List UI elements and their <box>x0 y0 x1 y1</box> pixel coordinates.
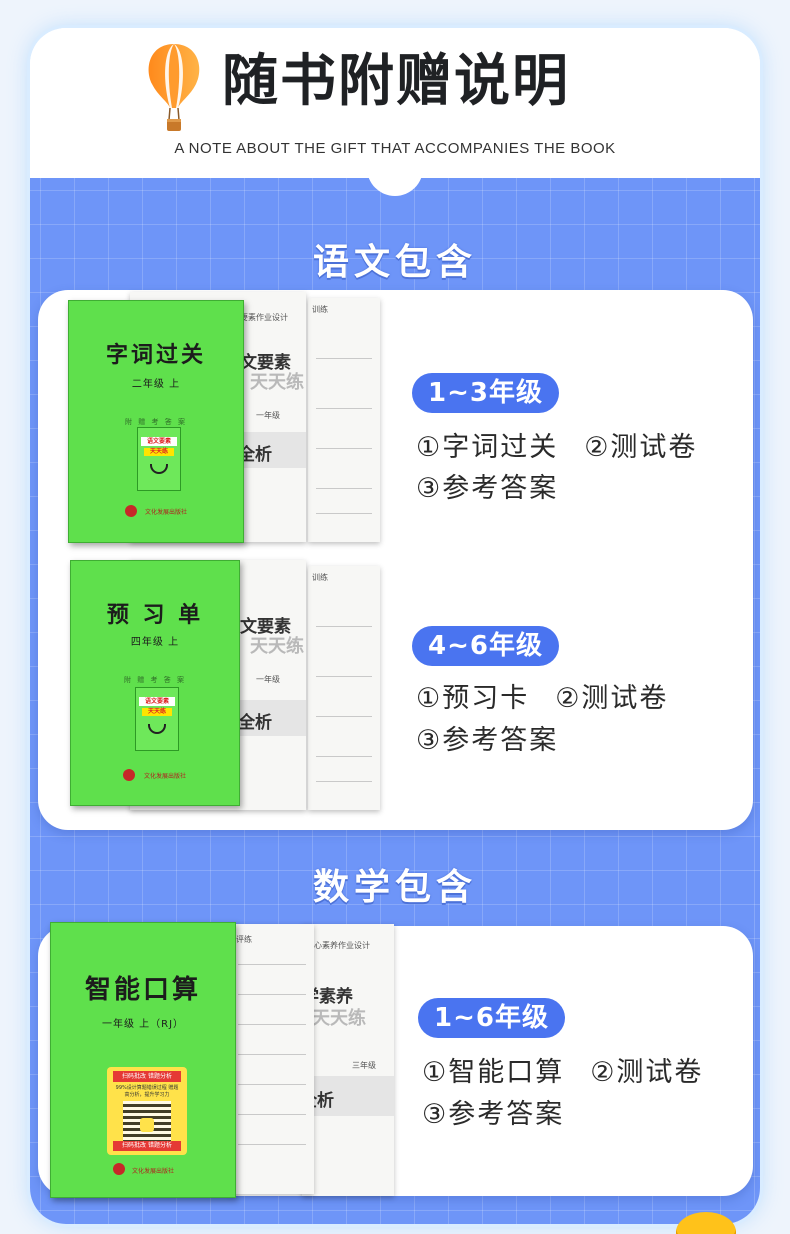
page-subtitle: A NOTE ABOUT THE GIFT THAT ACCOMPANIES T… <box>174 140 616 157</box>
paper-big-text: 学素养 <box>302 987 353 1007</box>
hot-air-balloon-icon <box>148 44 200 131</box>
qr-bottom-label: 扫码批改 错题分析 <box>113 1141 181 1151</box>
publisher-logo-icon <box>125 505 137 517</box>
item-text: ①智能口算 <box>422 1057 565 1088</box>
item-text: ①字词过关 <box>416 432 559 463</box>
paper-line <box>316 408 372 409</box>
grade-badge: 1~3年级 <box>412 373 559 413</box>
item-text: ③参考答案 <box>422 1099 565 1130</box>
cover-title: 智能口算 <box>84 975 201 1005</box>
qr-top-label: 扫码批改 错题分析 <box>113 1071 181 1082</box>
paper-line <box>238 1054 306 1055</box>
paper-line <box>238 994 306 995</box>
paper-back-3: 心素养作业设计 学素养 天天练 三年级 全析 <box>302 924 394 1196</box>
qr-description: 99%设计算题错误过程 赠题高分析，提升学习力 <box>115 1085 179 1098</box>
paper-line <box>316 626 372 627</box>
book-cover-1: 字词过关 二年级 上 附 赠 考 答 案 语文要素 天天练 文化发展出版社 <box>68 300 244 543</box>
paper-grade: 一年级 <box>256 675 280 684</box>
items-line-1: ①预习卡 ②测试卷 <box>416 676 694 715</box>
paper-line <box>238 1144 306 1145</box>
paper-line <box>316 716 372 717</box>
items-line-1: ①智能口算 ②测试卷 <box>422 1050 729 1089</box>
paper-line <box>316 488 372 489</box>
paper-band-text: 全析 <box>238 445 272 465</box>
coin-decoration-icon <box>676 1212 736 1234</box>
paper-grade: 一年级 <box>256 411 280 420</box>
mini-book-label: 语文要素 <box>141 437 177 446</box>
paper-line <box>316 448 372 449</box>
cover-title: 预 习 单 <box>106 603 204 628</box>
page-title: 随书附赠说明 <box>222 49 570 114</box>
paper-watermark: 天天练 <box>312 1008 366 1029</box>
publisher-name: 文化发展出版社 <box>143 773 186 780</box>
paper-header: 评练 <box>236 935 252 944</box>
items-line-2: ③参考答案 <box>416 466 584 505</box>
paper-line <box>316 358 372 359</box>
paper-header: 心素养作业设计 <box>314 941 370 950</box>
paper-header: 训练 <box>312 305 328 314</box>
item-text: ②测试卷 <box>590 1057 704 1088</box>
mini-book-label2: 天天练 <box>144 448 174 456</box>
paper-line <box>238 1084 306 1085</box>
section-heading-chinese: 语文包含 <box>312 242 477 283</box>
item-text: ①预习卡 <box>416 683 530 714</box>
publisher-name: 文化发展出版社 <box>131 1168 174 1175</box>
paper-line <box>316 756 372 757</box>
paper-big-text: 文要素 <box>240 617 291 637</box>
item-text: ③参考答案 <box>416 473 559 504</box>
paper-back-2: 训练 <box>308 566 380 810</box>
paper-line <box>238 964 306 965</box>
smile-icon <box>148 724 166 734</box>
cover-grade: 二年级 上 <box>131 379 181 390</box>
publisher-logo-icon <box>113 1163 125 1175</box>
header: 随书附赠说明 A NOTE ABOUT THE GIFT THAT ACCOMP… <box>30 28 760 178</box>
publisher-name: 文化发展出版社 <box>144 509 187 516</box>
paper-line <box>316 513 372 514</box>
items-line-1: ①字词过关 ②测试卷 <box>416 425 723 464</box>
smile-icon <box>150 464 168 474</box>
cover-tiny-text: 附 赠 考 答 案 <box>124 676 186 684</box>
paper-mid-3: 评练 <box>230 924 314 1194</box>
mini-book-icon: 语文要素 天天练 <box>135 687 179 751</box>
paper-watermark: 天天练 <box>250 372 304 393</box>
qr-card: 扫码批改 错题分析 99%设计算题错误过程 赠题高分析，提升学习力 扫码批改 错… <box>107 1067 187 1155</box>
mini-book-label2: 天天练 <box>142 708 172 716</box>
paper-band <box>302 1076 394 1116</box>
paper-line <box>316 781 372 782</box>
section-heading-math: 数学包含 <box>312 867 477 908</box>
paper-band-text: 全析 <box>238 713 272 733</box>
grade-badge: 4~6年级 <box>412 626 559 666</box>
items-line-2: ③参考答案 <box>422 1092 590 1131</box>
paper-watermark: 天天练 <box>250 636 304 657</box>
item-text: ③参考答案 <box>416 725 559 756</box>
cover-title: 字词过关 <box>105 343 206 368</box>
item-text: ②测试卷 <box>555 683 669 714</box>
publisher-logo-icon <box>123 769 135 781</box>
grade-badge: 1~6年级 <box>418 998 565 1038</box>
main-panel: 随书附赠说明 A NOTE ABOUT THE GIFT THAT ACCOMP… <box>30 28 760 1224</box>
paper-header: 要素作业设计 <box>240 313 288 322</box>
paper-header: 训练 <box>312 573 328 582</box>
paper-grade: 三年级 <box>352 1061 376 1070</box>
cover-grade: 一年级 上（RJ） <box>101 1019 185 1030</box>
mini-book-label: 语文要素 <box>139 697 175 706</box>
item-text: ②测试卷 <box>584 432 698 463</box>
paper-line <box>316 676 372 677</box>
mini-book-icon: 语文要素 天天练 <box>137 427 181 491</box>
paper-line <box>238 1114 306 1115</box>
paper-line <box>238 1024 306 1025</box>
items-line-2: ③参考答案 <box>416 718 584 757</box>
book-cover-3: 智能口算 一年级 上（RJ） 扫码批改 错题分析 99%设计算题错误过程 赠题高… <box>50 922 236 1198</box>
book-cover-2: 预 习 单 四年级 上 附 赠 考 答 案 语文要素 天天练 文化发展出版社 <box>70 560 240 806</box>
cover-grade: 四年级 上 <box>130 637 180 648</box>
paper-back-1: 训练 <box>308 298 380 542</box>
paper-big-text: 文要素 <box>240 353 291 373</box>
cover-tiny-text: 附 赠 考 答 案 <box>125 418 187 426</box>
